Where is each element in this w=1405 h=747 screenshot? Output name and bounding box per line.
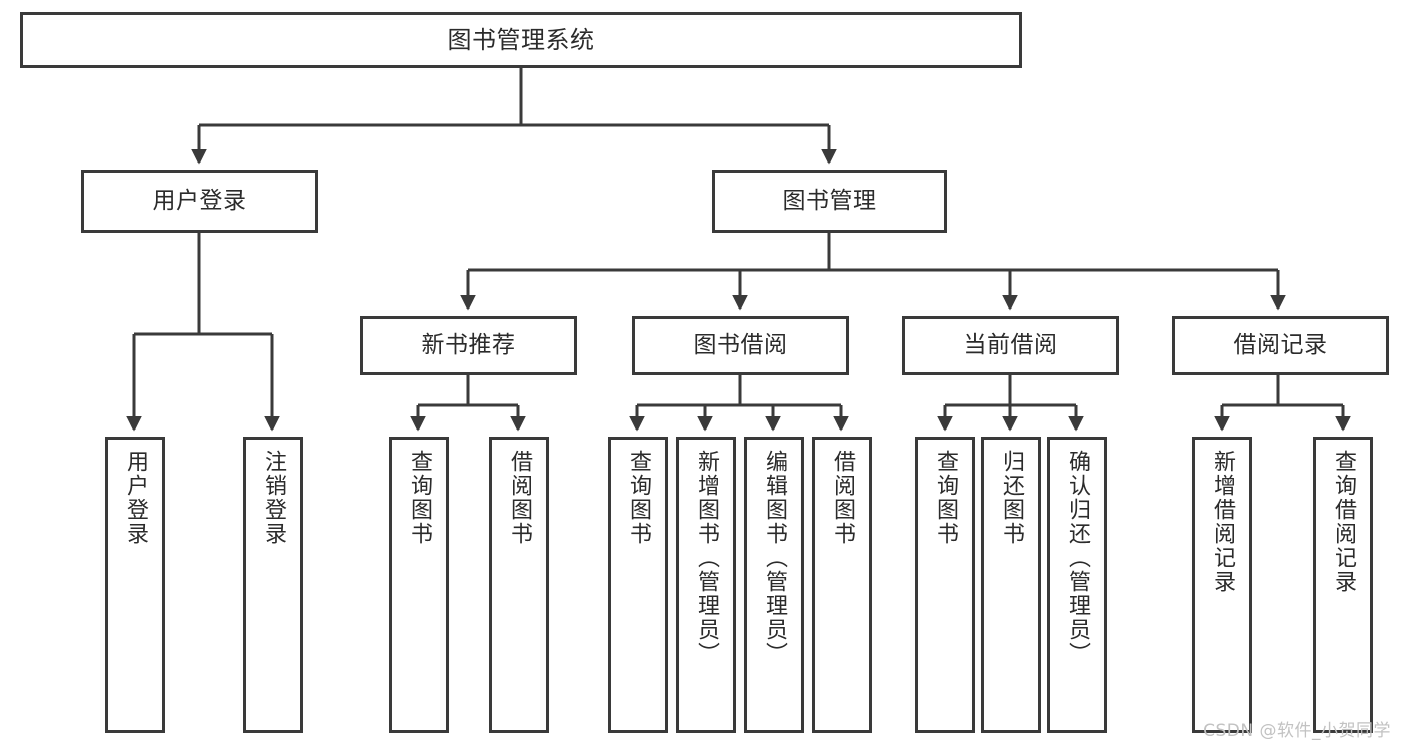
node-label: 归还图书 bbox=[999, 450, 1024, 546]
node-book-management[interactable]: 图书管理 bbox=[712, 170, 947, 233]
leaf-edit-book-admin[interactable]: 编辑图书（管理员） bbox=[744, 437, 804, 733]
leaf-logout[interactable]: 注销登录 bbox=[243, 437, 303, 733]
node-label: 注销登录 bbox=[261, 450, 286, 546]
node-current-borrow[interactable]: 当前借阅 bbox=[902, 316, 1119, 375]
node-label: 借阅记录 bbox=[1233, 331, 1328, 358]
node-label: 查询借阅记录 bbox=[1331, 450, 1356, 594]
node-new-book-recommend[interactable]: 新书推荐 bbox=[360, 316, 577, 375]
node-label: 查询图书 bbox=[933, 450, 958, 546]
node-borrow-record[interactable]: 借阅记录 bbox=[1172, 316, 1389, 375]
node-label: 用户登录 bbox=[152, 187, 247, 214]
node-label: 编辑图书（管理员） bbox=[762, 450, 787, 666]
node-root-library-system[interactable]: 图书管理系统 bbox=[20, 12, 1022, 68]
leaf-query-borrow-record[interactable]: 查询借阅记录 bbox=[1313, 437, 1373, 733]
leaf-borrow-book-recommend[interactable]: 借阅图书 bbox=[489, 437, 549, 733]
leaf-return-book[interactable]: 归还图书 bbox=[981, 437, 1041, 733]
node-user-login[interactable]: 用户登录 bbox=[81, 170, 318, 233]
node-label: 新书推荐 bbox=[421, 331, 516, 358]
node-label: 用户登录 bbox=[123, 450, 148, 546]
node-label: 借阅图书 bbox=[507, 450, 532, 546]
node-label: 图书借阅 bbox=[693, 331, 788, 358]
node-label: 查询图书 bbox=[626, 450, 651, 546]
leaf-add-borrow-record[interactable]: 新增借阅记录 bbox=[1192, 437, 1252, 733]
node-label: 当前借阅 bbox=[963, 331, 1058, 358]
leaf-borrow-book[interactable]: 借阅图书 bbox=[812, 437, 872, 733]
leaf-confirm-return-admin[interactable]: 确认归还（管理员） bbox=[1047, 437, 1107, 733]
leaf-query-book-borrow[interactable]: 查询图书 bbox=[608, 437, 668, 733]
node-label: 图书管理系统 bbox=[447, 25, 595, 54]
node-label: 确认归还（管理员） bbox=[1065, 450, 1090, 666]
watermark: CSDN @软件_小贺同学 bbox=[1203, 721, 1391, 741]
leaf-user-login[interactable]: 用户登录 bbox=[105, 437, 165, 733]
leaf-query-book-recommend[interactable]: 查询图书 bbox=[389, 437, 449, 733]
node-label: 新增图书（管理员） bbox=[694, 450, 719, 666]
node-label: 借阅图书 bbox=[830, 450, 855, 546]
node-book-borrow[interactable]: 图书借阅 bbox=[632, 316, 849, 375]
node-label: 图书管理 bbox=[782, 187, 877, 214]
leaf-add-book-admin[interactable]: 新增图书（管理员） bbox=[676, 437, 736, 733]
node-label: 查询图书 bbox=[407, 450, 432, 546]
node-label: 新增借阅记录 bbox=[1210, 450, 1235, 594]
leaf-query-book-current[interactable]: 查询图书 bbox=[915, 437, 975, 733]
